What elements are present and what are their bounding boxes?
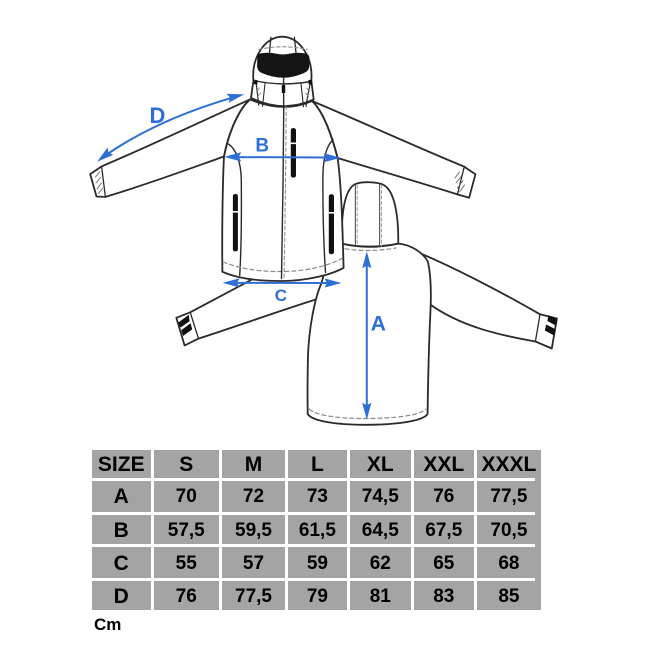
svg-text:B: B xyxy=(255,135,269,156)
svg-text:A: A xyxy=(371,313,386,336)
svg-text:D: D xyxy=(149,103,165,128)
svg-text:C: C xyxy=(275,286,287,305)
